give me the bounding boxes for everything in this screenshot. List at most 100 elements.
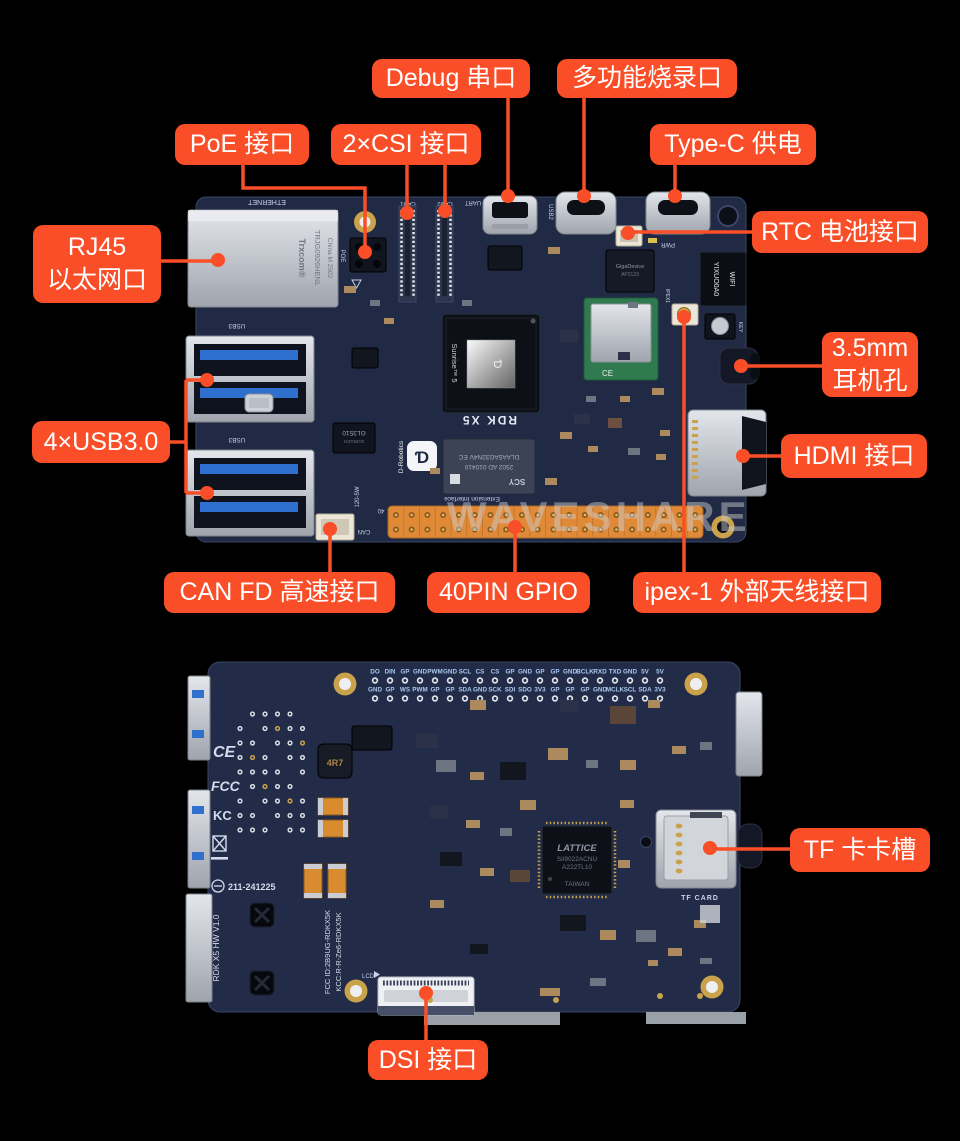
pin-label: RXD (593, 669, 607, 676)
pin-pad-hole (583, 697, 587, 700)
gpio-pin-contact (678, 513, 681, 517)
pin-label: GND (593, 687, 607, 694)
gpio-pin-contact (457, 513, 461, 517)
pin-label: GP (565, 687, 574, 694)
pin-pad-hole (493, 679, 497, 682)
pin-label: 5V (656, 669, 665, 676)
via-hole (288, 712, 292, 716)
tantalum-caps (303, 797, 349, 899)
pin-label: SCK (488, 687, 502, 694)
pin-label: MCLK (606, 687, 625, 694)
via-hole (301, 727, 304, 730)
hub-line1: GL3510 (342, 429, 366, 436)
board-top-photo: ETHERNET Trxcom® TRJG0926HENL China M 25… (185, 191, 767, 543)
via-hole (276, 785, 279, 788)
callout-rtc: RTC 电池接口 (752, 211, 928, 253)
via-hole (301, 741, 304, 745)
gpio-pin-contact (441, 528, 445, 531)
ram-line2: 2502 AD 010410 (464, 463, 513, 470)
via-hole (301, 814, 304, 817)
silkscreen-cam2: CAM2 (437, 200, 452, 206)
pin-label: DIN (385, 669, 396, 676)
pin-label: GND (473, 687, 487, 694)
via-hole (251, 828, 254, 832)
callout-text: PoE 接口 (189, 130, 295, 158)
pin-label: WS (400, 687, 410, 694)
callout-usb3: 4×USB3.0 (32, 421, 170, 463)
callout-text: HDMI 接口 (793, 441, 915, 470)
via-hole (301, 828, 304, 832)
via-hole (251, 770, 254, 774)
silkscreen-usb3-b: USB3 (228, 436, 245, 443)
pin-label: GP (400, 669, 409, 676)
gpio-pin-contact (473, 528, 476, 531)
pin-label: GND (443, 669, 457, 676)
pin-label: SCL (624, 687, 637, 694)
pin-label: 5V (641, 669, 650, 676)
gpio-pin-contact (504, 528, 508, 531)
pin-label: PWM (412, 687, 427, 694)
gpio-pin-contact (693, 528, 697, 531)
crystal-oscillator (244, 393, 274, 413)
callout-hdmi: HDMI 接口 (781, 434, 927, 478)
pin-pad-hole (628, 697, 632, 700)
via-hole (263, 756, 267, 759)
gpio-pin-contact (457, 528, 461, 531)
rj45-brand-text: Trxcom® (297, 239, 307, 278)
pin-pad-hole (418, 697, 422, 700)
gpio-pin-contact (536, 528, 539, 531)
via-hole (263, 770, 267, 774)
screw-2 (249, 970, 275, 996)
antenna-text-1: YIXUO0A0 (712, 262, 719, 296)
via-hole (251, 712, 254, 716)
pin-pad-hole (493, 697, 497, 700)
callout-rj45: RJ45 以太网口 (33, 225, 161, 303)
pin-label: GP (505, 669, 514, 676)
via-hole (238, 741, 242, 745)
via-hole (263, 785, 267, 788)
gpio-pin-contact (489, 528, 492, 531)
gpio-pin-contact (662, 513, 665, 517)
lattice-origin: TAIWAN (565, 881, 590, 888)
pin-pad-hole (448, 679, 452, 682)
lattice-lot: A222TL10 (562, 864, 592, 871)
pin-label: GP (535, 669, 544, 676)
pin-pad-hole (643, 697, 647, 700)
pin-label: GP (445, 687, 454, 694)
pin-label: SDI (505, 687, 516, 694)
silkscreen-ipex: IPEX1 (664, 289, 670, 303)
gpio-pin-grid (392, 507, 699, 537)
callout-text: ipex-1 外部天线接口 (644, 578, 870, 606)
callout-multi-flash: 多功能烧录口 (557, 59, 737, 98)
rj45-origin-text: China M 2502 (326, 238, 333, 279)
silkscreen-can: CAN (358, 528, 371, 534)
via-hole (238, 799, 242, 803)
hdmi-port (687, 409, 767, 497)
callout-text: 以太网口 (46, 266, 147, 294)
callout-csi: 2×CSI 接口 (331, 124, 481, 165)
pin-pad-hole (628, 679, 632, 682)
flash-model: AP2123 (621, 272, 639, 278)
via-hole (276, 770, 279, 774)
wifi-module: CE (583, 297, 659, 381)
pin-label: CS (491, 669, 500, 676)
callout-text: RJ45 (67, 233, 127, 261)
pin-pad-hole (523, 697, 527, 700)
pin-pad-hole (448, 697, 452, 700)
callout-poe: PoE 接口 (175, 124, 309, 165)
callout-ipex: ipex-1 外部天线接口 (633, 572, 881, 613)
lattice-brand: LATTICE (557, 843, 597, 854)
pin-label: 3V3 (654, 687, 666, 694)
pin-label: GP (550, 669, 559, 676)
pin-label: SCL (459, 669, 472, 676)
pin-pad-hole (433, 679, 437, 682)
csi-connector-cam2: CAM2 (435, 200, 454, 303)
pin-pad-hole (433, 697, 437, 700)
ram-brand: SCY (508, 477, 525, 486)
rj45-model-text: TRJG0926HENL (313, 230, 322, 286)
via-cluster (237, 711, 306, 833)
gpio-pin-contact (489, 513, 492, 517)
pin-pad-hole (388, 679, 392, 682)
gpio-pin-contact (426, 528, 429, 531)
